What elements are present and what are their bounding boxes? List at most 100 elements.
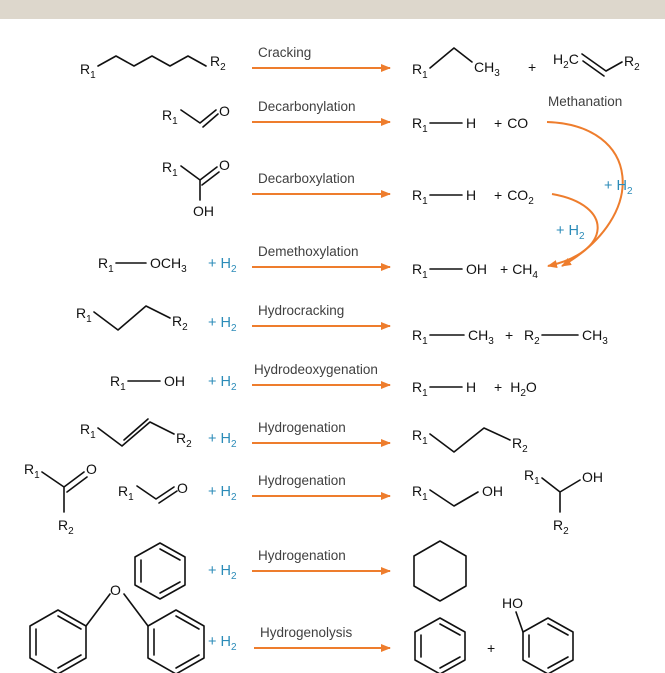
svg-text:OH: OH [164, 373, 185, 389]
h2-hydrogenation-3: + H2 [208, 563, 237, 582]
svg-text:R1: R1 [412, 61, 428, 81]
row-hydrodeoxygenation: R1 OH + H2 Hydrodeoxygenation R1 H +H2O [110, 362, 537, 399]
product-alkane-h-2: R1 H [412, 187, 476, 207]
row-cracking: R1 R2 Cracking R1 CH3 + H2C R2 [80, 45, 640, 81]
product-secondary-alcohol: R1 OH R2 [524, 467, 603, 537]
svg-text:R1: R1 [412, 427, 428, 447]
row-hydrocracking: R1 R2 + H2 Hydrocracking R1 CH3 + R2 CH3 [76, 303, 608, 347]
svg-text:OCH3: OCH3 [150, 255, 187, 275]
svg-text:R1: R1 [110, 373, 126, 393]
reactant-chain: R1 R2 [76, 305, 188, 333]
svg-text:R2: R2 [624, 53, 640, 73]
svg-text:O: O [219, 103, 230, 119]
reaction-label-hydrogenation-3: Hydrogenation [258, 548, 346, 563]
plus-h2o: +H2O [494, 379, 537, 399]
h2-hydrogenolysis: + H2 [208, 634, 237, 653]
reaction-label-hydrodeoxygenation: Hydrodeoxygenation [254, 362, 378, 377]
row-hydrogenation-aromatic: + H2 Hydrogenation [134, 540, 467, 602]
svg-text:CH3: CH3 [468, 327, 494, 347]
row-demethoxylation: R1 OCH3 + H2 Demethoxylation R1 OH +CH4 [98, 244, 538, 281]
svg-text:R2: R2 [524, 327, 540, 347]
row-hydrogenolysis: O + H2 Hydrogenolysis + HO [29, 582, 574, 673]
svg-text:R1: R1 [412, 379, 428, 399]
svg-text:R1: R1 [98, 255, 114, 275]
plus-co: +CO [494, 115, 528, 131]
svg-text:R1: R1 [80, 421, 96, 441]
row-decarboxylation: R1 O OH Decarboxylation R1 H +CO2 [162, 157, 534, 219]
svg-text:H: H [466, 115, 476, 131]
product-alkene: H2C R2 [553, 51, 640, 77]
reaction-label-decarboxylation: Decarboxylation [258, 171, 355, 186]
product-alcohol: R1 OH [412, 261, 487, 281]
h2-hydrodeoxygenation: + H2 [208, 374, 237, 393]
svg-text:O: O [86, 461, 97, 477]
svg-text:R1: R1 [162, 107, 178, 127]
plus-ch4: +CH4 [500, 261, 538, 281]
svg-text:H: H [466, 379, 476, 395]
h2-hydrogenation-1: + H2 [208, 431, 237, 450]
svg-text:O: O [219, 157, 230, 173]
methanation-label: Methanation [548, 94, 622, 109]
svg-text:O: O [177, 480, 188, 496]
reactant-carboxylic-acid: R1 O OH [162, 157, 230, 219]
reaction-label-hydrocracking: Hydrocracking [258, 303, 344, 318]
product-primary-alcohol: R1 OH [412, 483, 503, 507]
svg-text:R1: R1 [24, 461, 40, 481]
methanation-arrow-co2 [547, 193, 599, 268]
svg-text:R2: R2 [58, 517, 74, 537]
svg-text:HO: HO [502, 595, 523, 611]
svg-text:R2: R2 [172, 313, 188, 333]
reaction-label-hydrogenation-1: Hydrogenation [258, 420, 346, 435]
svg-text:R1: R1 [80, 61, 96, 81]
svg-text:R1: R1 [162, 159, 178, 179]
methanation-arrow-co [546, 121, 624, 267]
reactant-aldehyde-2: R1 O [118, 480, 188, 504]
product-methyl-pair: R1 CH3 + R2 CH3 [412, 327, 608, 347]
svg-text:R1: R1 [412, 187, 428, 207]
reactant-alkene: R1 R2 [80, 418, 192, 450]
svg-text:OH: OH [482, 483, 503, 499]
h2-demethoxylation: + H2 [208, 256, 237, 275]
h2-hydrocracking: + H2 [208, 315, 237, 334]
plus-sign: + [528, 59, 536, 75]
svg-text:OH: OH [582, 469, 603, 485]
svg-text:CH3: CH3 [474, 59, 500, 79]
svg-text:R2: R2 [210, 53, 226, 73]
svg-text:CH3: CH3 [582, 327, 608, 347]
svg-text:H2C: H2C [553, 51, 579, 71]
reactant-alcohol: R1 OH [110, 373, 185, 393]
reaction-label-hydrogenolysis: Hydrogenolysis [260, 625, 353, 640]
plus-phenol: + [487, 640, 495, 656]
top-bar [0, 0, 665, 19]
svg-text:R1: R1 [412, 483, 428, 503]
reactant-methoxy: R1 OCH3 [98, 255, 187, 275]
svg-text:OH: OH [193, 203, 214, 219]
benzene-product-icon [414, 617, 466, 673]
svg-text:R1: R1 [76, 305, 92, 325]
cyclohexane-ring-icon [413, 540, 467, 602]
reactant-ketone: R1 O R2 [24, 461, 97, 537]
phenol-icon: HO [502, 595, 574, 673]
reactant-aldehyde: R1 O [162, 103, 230, 128]
diphenyl-ether-icon: O [29, 582, 205, 673]
svg-text:R2: R2 [176, 430, 192, 450]
row-hydrogenation-carbonyl: R1 O R2 R1 O + H2 Hydrogenation R1 OH R1… [24, 461, 603, 537]
h2-methanation-co: + H2 [604, 178, 633, 197]
plus-co2: +CO2 [494, 187, 534, 207]
reaction-label-hydrogenation-2: Hydrogenation [258, 473, 346, 488]
svg-text:R1: R1 [412, 261, 428, 281]
svg-text:H: H [466, 187, 476, 203]
row-decarbonylation: R1 O Decarbonylation R1 H +CO Methanatio… [162, 94, 622, 135]
svg-text:R1: R1 [524, 467, 540, 487]
benzene-ring-icon [134, 542, 186, 600]
product-ethyl: R1 CH3 [412, 47, 500, 81]
svg-text:R1: R1 [118, 483, 134, 503]
h2-hydrogenation-2: + H2 [208, 484, 237, 503]
svg-text:R1: R1 [412, 327, 428, 347]
h2-methanation-co2: + H2 [556, 223, 585, 242]
reaction-label-decarbonylation: Decarbonylation [258, 99, 356, 114]
svg-text:OH: OH [466, 261, 487, 277]
reaction-label-demethoxylation: Demethoxylation [258, 244, 359, 259]
product-alkane-h-3: R1 H [412, 379, 476, 399]
svg-text:+: + [505, 327, 513, 343]
